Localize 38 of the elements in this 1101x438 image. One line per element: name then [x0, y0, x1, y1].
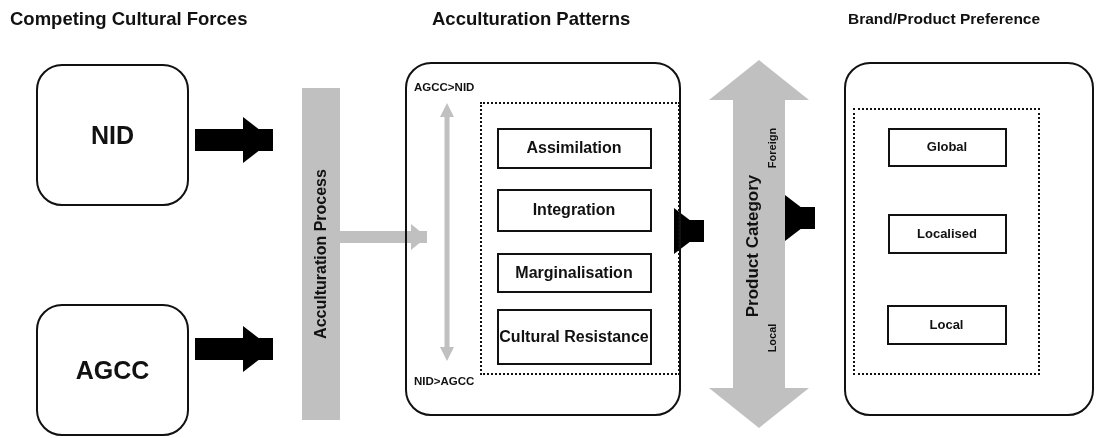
column-heading: Competing Cultural Forces — [10, 8, 248, 30]
box-label: Local — [929, 316, 964, 333]
bar-label: Product Category — [743, 174, 763, 318]
category-box — [887, 213, 1007, 254]
group-box — [844, 62, 1094, 416]
category-box — [887, 127, 1007, 167]
category-box — [496, 308, 652, 365]
box-label: Localised — [917, 225, 977, 242]
box-label: Integration — [532, 200, 616, 220]
block-arrow — [195, 117, 273, 163]
process-box — [36, 64, 189, 206]
group-box — [479, 101, 680, 375]
column-heading: Brand/Product Preference — [848, 10, 1041, 28]
box-label: Assimilation — [526, 138, 622, 158]
block-arrow — [340, 224, 427, 250]
process-bar — [302, 88, 340, 420]
column-heading: Acculturation Patterns — [432, 8, 631, 30]
block-arrow — [674, 208, 704, 254]
bar-label: Acculturation Process — [312, 169, 330, 339]
box-label: NID — [90, 120, 135, 150]
axis-label: NID>AGCC — [414, 375, 475, 387]
process-box — [36, 304, 189, 436]
category-box — [886, 304, 1007, 345]
group-box — [405, 62, 681, 416]
group-box — [852, 107, 1040, 375]
block-arrow — [785, 195, 815, 241]
box-label: AGCC — [75, 355, 150, 385]
box-label: Cultural Resistance — [499, 326, 649, 347]
end-label: Local — [766, 323, 778, 353]
category-box — [496, 127, 652, 169]
category-box — [496, 252, 652, 293]
double-arrow — [709, 60, 809, 428]
block-arrow — [195, 326, 273, 372]
box-label: Global — [926, 139, 968, 155]
end-label: Foreign — [766, 127, 778, 169]
category-box — [496, 188, 652, 232]
axis-label: AGCC>NID — [414, 81, 475, 93]
box-label: Marginalisation — [515, 262, 633, 283]
